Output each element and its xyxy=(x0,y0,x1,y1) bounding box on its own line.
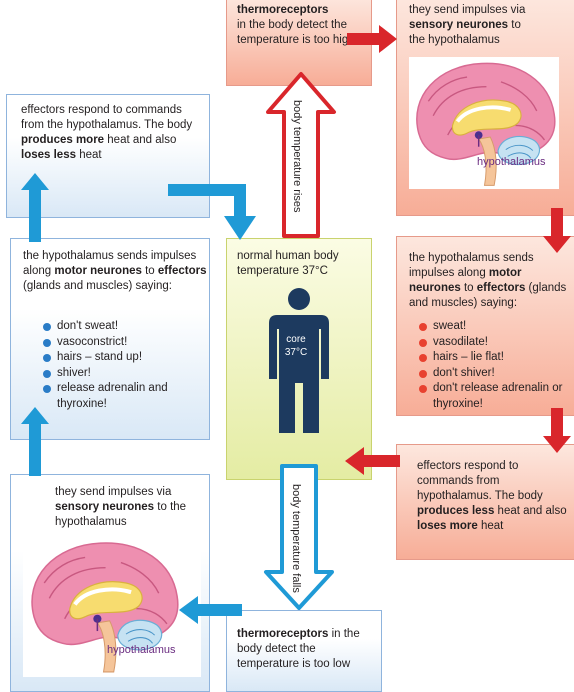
bullet-icon xyxy=(419,338,427,347)
blue-arrow-up-1 xyxy=(21,173,49,242)
list-item: vasodilate! xyxy=(419,335,571,351)
core-temp: 37°C xyxy=(284,347,308,358)
bullet-icon xyxy=(419,385,427,393)
list-item: don't sweat! xyxy=(43,319,203,335)
right-mid-text2: to xyxy=(463,282,474,294)
temperature-falls-arrow xyxy=(264,464,334,610)
left-bottom-line1: they send impulses via xyxy=(55,486,172,498)
list-item: don't shiver! xyxy=(419,366,571,382)
red-arrow-down-2 xyxy=(543,408,571,453)
thermoreceptors-label: thermoreceptors xyxy=(237,628,329,640)
right-bottom-box: effectors respond to commands from hypot… xyxy=(396,444,574,560)
heat-response-list: sweat! vasodilate! hairs – lie flat! don… xyxy=(419,319,571,412)
produces-more-label: produces more xyxy=(21,134,105,146)
list-item: vasoconstrict! xyxy=(43,335,203,351)
left-mid-text2: to xyxy=(145,265,155,277)
right-mid-text1: the hypothalamus sends impulses along xyxy=(409,252,534,279)
list-item: hairs – stand up! xyxy=(43,350,203,366)
produces-less-label: produces less xyxy=(417,505,495,517)
red-arrow-right xyxy=(347,25,397,53)
temperature-falls-label: body temperature falls xyxy=(290,484,302,593)
cold-response-list: don't sweat! vasoconstrict! hairs – stan… xyxy=(43,319,203,412)
right-bottom-text2: heat and also xyxy=(497,505,567,517)
bottom-center-box: thermoreceptors in the body detect the t… xyxy=(226,610,382,692)
bullet-icon xyxy=(43,338,51,347)
effectors-label: effectors xyxy=(476,282,526,294)
blue-arrow-up-2 xyxy=(21,407,49,476)
effectors-label: effectors xyxy=(157,265,207,277)
red-arrow-left xyxy=(345,447,400,475)
red-arrow-down-1 xyxy=(543,208,571,253)
brain-image-bottom: hypothalamus xyxy=(23,537,201,677)
left-top-text3: heat xyxy=(79,149,102,161)
right-bottom-text3: heat xyxy=(480,520,504,532)
left-top-text2: heat and also xyxy=(107,134,177,146)
blue-arrow-left xyxy=(179,596,242,624)
bullet-icon xyxy=(419,323,427,331)
left-top-text1: effectors respond to commands from the h… xyxy=(21,104,193,131)
hypothalamus-label-bottom: hypothalamus xyxy=(107,644,176,656)
left-mid-box: the hypothalamus sends impulses along mo… xyxy=(10,238,210,440)
brain-image-top: hypothalamus xyxy=(409,57,559,189)
top-right-line3: the hypothalamus xyxy=(409,34,500,46)
center-text: normal human body temperature 37°C xyxy=(237,250,339,277)
hypothalamus-label-top: hypothalamus xyxy=(477,156,546,168)
bullet-icon xyxy=(43,323,51,331)
list-item: release adrenalin and thyroxine! xyxy=(43,381,203,412)
list-item: don't release adrenalin or thyroxine! xyxy=(419,381,571,412)
bullet-icon xyxy=(43,354,51,362)
left-bottom-box: they send impulses via sensory neurones … xyxy=(10,474,210,692)
loses-more-label: loses more xyxy=(417,520,478,532)
bottom-center-text: in the body detect the temperature is to… xyxy=(237,628,360,670)
list-item: sweat! xyxy=(419,319,571,335)
motor-neurones-label: motor neurones xyxy=(54,265,142,277)
blue-arrow-bend-down xyxy=(168,184,256,240)
loses-less-label: loses less xyxy=(21,149,76,161)
temperature-rises-label: body temperature rises xyxy=(291,100,303,213)
motor-neurones-label: motor neurones xyxy=(409,267,522,294)
left-mid-text1: the hypothalamus sends impulses along xyxy=(23,250,197,277)
right-mid-text3: (glands and muscles) saying: xyxy=(409,282,567,309)
bullet-icon xyxy=(419,354,427,362)
list-item: hairs – lie flat! xyxy=(419,350,571,366)
top-center-text: in the body detect the temperature is to… xyxy=(237,19,355,46)
core-label: core xyxy=(286,334,306,345)
temperature-rises-arrow xyxy=(266,72,336,238)
top-right-line2: to xyxy=(511,19,521,31)
bullet-icon xyxy=(43,369,51,378)
sensory-neurones-label: sensory neurones xyxy=(55,501,155,513)
thermoreceptors-label: thermoreceptors xyxy=(237,4,329,16)
bullet-icon xyxy=(419,369,427,378)
human-figure-icon xyxy=(269,288,329,433)
left-bottom-line2: to the hypothalamus xyxy=(55,501,187,528)
sensory-neurones-label: sensory neurones xyxy=(409,19,509,31)
top-right-line1: they send impulses via xyxy=(409,4,526,16)
right-mid-box: the hypothalamus sends impulses along mo… xyxy=(396,236,574,416)
list-item: shiver! xyxy=(43,366,203,382)
center-box: normal human body temperature 37°C core … xyxy=(226,238,372,480)
left-mid-text3: (glands and muscles) saying: xyxy=(23,280,172,292)
top-right-box: they send impulses via sensory neurones … xyxy=(396,0,574,216)
bullet-icon xyxy=(43,385,51,393)
right-bottom-text1: effectors respond to commands from hypot… xyxy=(417,460,543,502)
